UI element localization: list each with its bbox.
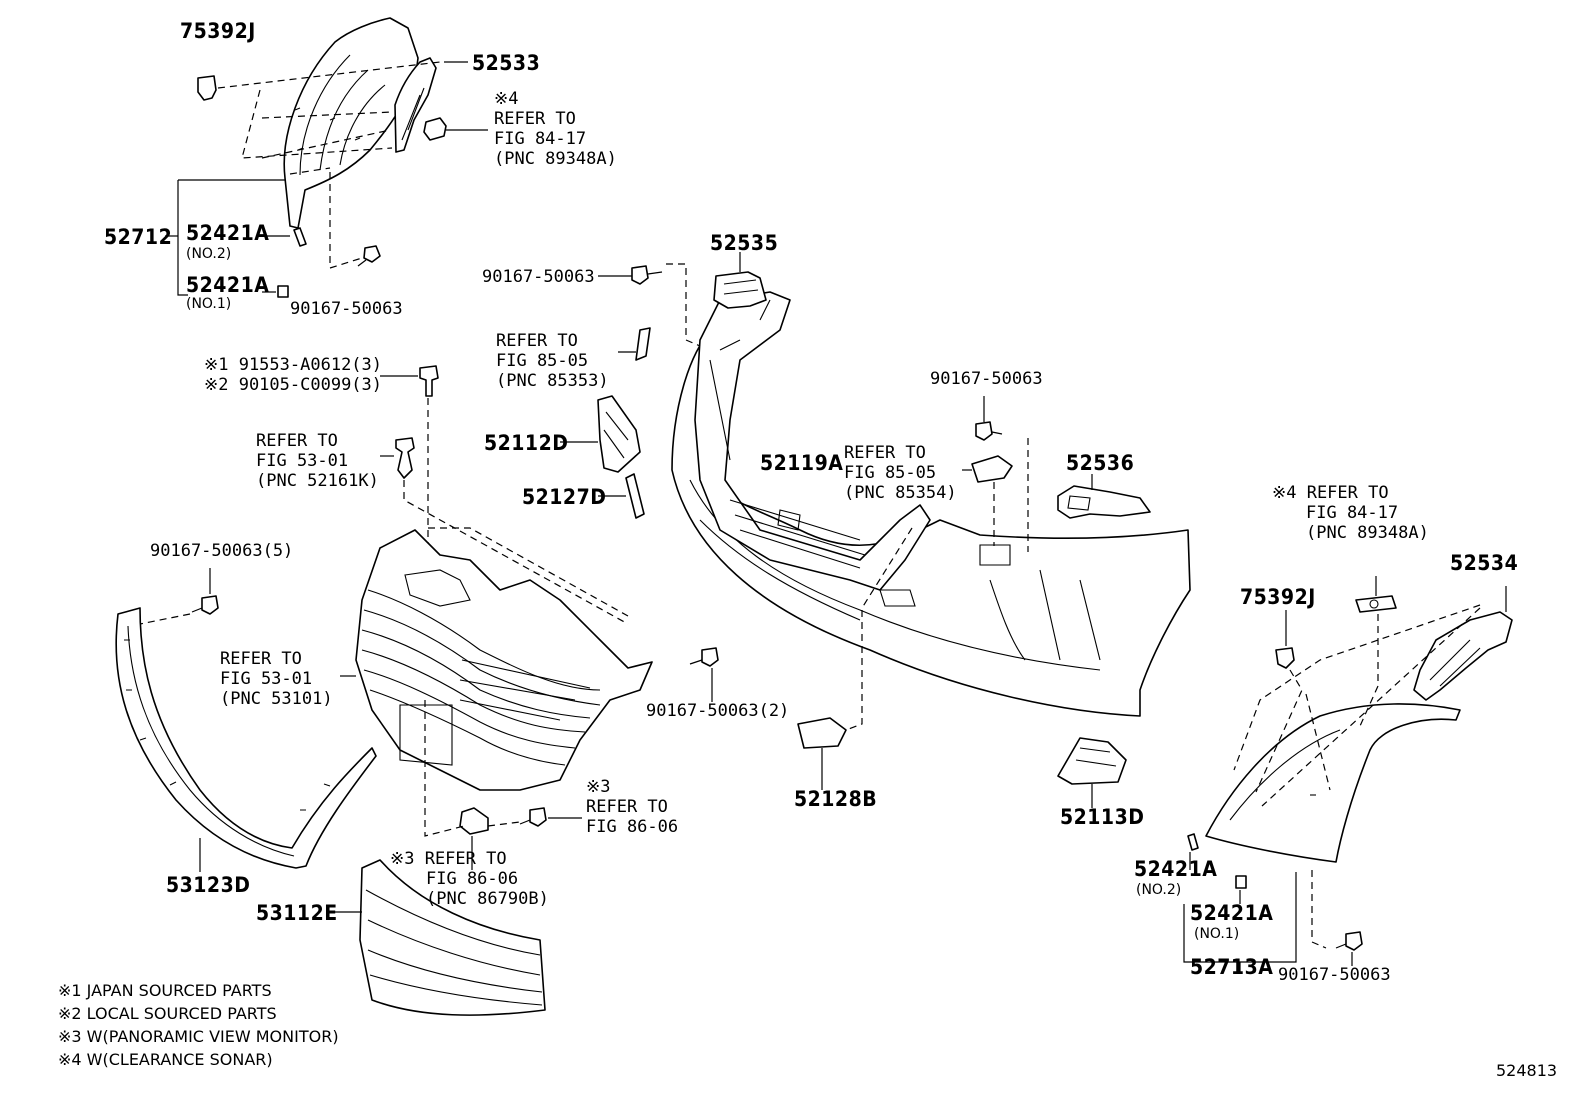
fender-liner-right[interactable] bbox=[1205, 703, 1461, 863]
label-52712: 52712 bbox=[104, 225, 172, 249]
grille-53101[interactable] bbox=[355, 529, 653, 791]
label-52112D: 52112D bbox=[484, 431, 568, 455]
bracket-52127D[interactable] bbox=[625, 473, 645, 519]
ref-top-line3: (PNC 89348A) bbox=[494, 149, 617, 169]
ref-53-01b-line1: REFER TO bbox=[220, 649, 302, 669]
clip-85353[interactable] bbox=[635, 327, 651, 361]
ref-86-06a-line1: REFER TO bbox=[586, 797, 668, 817]
screw-90167-bottom[interactable] bbox=[1335, 931, 1363, 951]
label-bolt-note1: ※1 91553-A0612(3) bbox=[204, 355, 382, 375]
molding-53123D[interactable] bbox=[115, 607, 377, 869]
ref-86-06a-line2: FIG 86-06 bbox=[586, 817, 678, 837]
ref-53-01a-line2: FIG 53-01 bbox=[256, 451, 348, 471]
label-53112E: 53112E bbox=[256, 901, 338, 925]
reinforcement-52119A[interactable] bbox=[694, 291, 931, 591]
screw-90167-52535[interactable] bbox=[631, 265, 663, 285]
ref-top-line2: FIG 84-17 bbox=[494, 129, 586, 149]
clip-75392J-top[interactable] bbox=[197, 75, 217, 101]
clip-52421A-no2[interactable] bbox=[293, 227, 307, 247]
clip-52421A-r-no2[interactable] bbox=[1187, 833, 1199, 851]
ref-53-01b-line2: FIG 53-01 bbox=[220, 669, 312, 689]
legend-note-4: ※4 W(CLEARANCE SONAR) bbox=[58, 1050, 273, 1069]
ref-86-06b-line3: (PNC 86790B) bbox=[426, 889, 549, 909]
bracket-52536[interactable] bbox=[1057, 485, 1151, 519]
ref-85-05a-line1: REFER TO bbox=[496, 331, 578, 351]
ref-86-06b-line1: ※3 REFER TO bbox=[390, 849, 507, 869]
screw-90167-top[interactable] bbox=[357, 245, 381, 267]
screw-90167-5[interactable] bbox=[191, 595, 219, 615]
ref-right-line3: (PNC 89348A) bbox=[1306, 523, 1429, 543]
ref-85-05a-line2: FIG 85-05 bbox=[496, 351, 588, 371]
label-bolt-note2: ※2 90105-C0099(3) bbox=[204, 375, 382, 395]
ref-right-line2: FIG 84-17 bbox=[1306, 503, 1398, 523]
legend-note-1: ※1 JAPAN SOURCED PARTS bbox=[58, 981, 272, 1000]
label-52421A-r-no1: 52421A bbox=[1190, 901, 1273, 925]
label-90167-right: 90167-50063 bbox=[930, 369, 1043, 389]
ref-top-line1: REFER TO bbox=[494, 109, 576, 129]
label-90167-5: 90167-50063(5) bbox=[150, 541, 293, 561]
ref-right-line1: ※4 REFER TO bbox=[1272, 483, 1389, 503]
label-52421A-no1: 52421A bbox=[186, 273, 269, 297]
label-52535: 52535 bbox=[710, 231, 778, 255]
ref-53-01b-line3: (PNC 53101) bbox=[220, 689, 333, 709]
cover-85354[interactable] bbox=[971, 455, 1013, 483]
sonar-bracket-right[interactable] bbox=[1355, 595, 1397, 613]
label-52421A-no2-sub: (NO.2) bbox=[186, 246, 231, 262]
ref-53-01a-line3: (PNC 52161K) bbox=[256, 471, 379, 491]
label-90167-top: 90167-50063 bbox=[290, 299, 403, 319]
bracket-52113D[interactable] bbox=[1057, 737, 1127, 785]
label-75392J-right: 75392J bbox=[1240, 585, 1316, 609]
label-52421A-r-no2-sub: (NO.2) bbox=[1136, 882, 1181, 898]
screw-90167-grille[interactable] bbox=[689, 647, 719, 667]
ref-85-05b-line1: REFER TO bbox=[844, 443, 926, 463]
clip-75392J-right[interactable] bbox=[1275, 647, 1295, 669]
ref-86-06a-mark: ※3 bbox=[586, 777, 610, 797]
ref-86-06b-line2: FIG 86-06 bbox=[426, 869, 518, 889]
fender-liner-left[interactable] bbox=[283, 17, 419, 229]
label-52128B: 52128B bbox=[794, 787, 877, 811]
diagram-id: 524813 bbox=[1496, 1061, 1557, 1080]
label-52113D: 52113D bbox=[1060, 805, 1144, 829]
clip-52421A-no1[interactable] bbox=[277, 285, 289, 298]
ref-top-mark: ※4 bbox=[494, 89, 518, 109]
bracket-52534[interactable] bbox=[1413, 611, 1513, 701]
label-52421A-no2: 52421A bbox=[186, 221, 269, 245]
label-52533: 52533 bbox=[472, 51, 540, 75]
bolt-91553[interactable] bbox=[419, 365, 439, 397]
ref-85-05a-line3: (PNC 85353) bbox=[496, 371, 609, 391]
ref-85-05b-line3: (PNC 85354) bbox=[844, 483, 957, 503]
label-52421A-no1-sub: (NO.1) bbox=[186, 296, 231, 312]
screw-90167-right[interactable] bbox=[975, 421, 1003, 441]
label-90167-2: 90167-50063(2) bbox=[646, 701, 789, 721]
label-52536: 52536 bbox=[1066, 451, 1134, 475]
ref-85-05b-line2: FIG 85-05 bbox=[844, 463, 936, 483]
sonar-bracket-top[interactable] bbox=[423, 117, 447, 141]
label-52713A: 52713A bbox=[1190, 955, 1273, 979]
clip-52161K[interactable] bbox=[395, 437, 415, 479]
label-52119A: 52119A bbox=[760, 451, 843, 475]
label-52127D: 52127D bbox=[522, 485, 606, 509]
legend-note-2: ※2 LOCAL SOURCED PARTS bbox=[58, 1004, 277, 1023]
bracket-52112D[interactable] bbox=[597, 395, 641, 473]
legend-note-3: ※3 W(PANORAMIC VIEW MONITOR) bbox=[58, 1027, 339, 1046]
label-90167-bottom: 90167-50063 bbox=[1278, 965, 1391, 985]
cover-52128B[interactable] bbox=[797, 717, 847, 749]
label-52421A-r-no2: 52421A bbox=[1134, 857, 1217, 881]
label-75392J-top: 75392J bbox=[180, 19, 256, 43]
screw-86-06[interactable] bbox=[519, 807, 547, 827]
grille-lower-53112E[interactable] bbox=[359, 859, 546, 1016]
label-90167-mid: 90167-50063 bbox=[482, 267, 595, 287]
bracket-52535[interactable] bbox=[713, 271, 767, 309]
label-52534: 52534 bbox=[1450, 551, 1518, 575]
ref-53-01a-line1: REFER TO bbox=[256, 431, 338, 451]
clip-52421A-r-no1[interactable] bbox=[1235, 875, 1247, 889]
camera-bracket-86790B[interactable] bbox=[459, 807, 489, 835]
label-53123D: 53123D bbox=[166, 873, 250, 897]
bracket-52533[interactable] bbox=[394, 57, 437, 153]
label-52421A-r-no1-sub: (NO.1) bbox=[1194, 926, 1239, 942]
